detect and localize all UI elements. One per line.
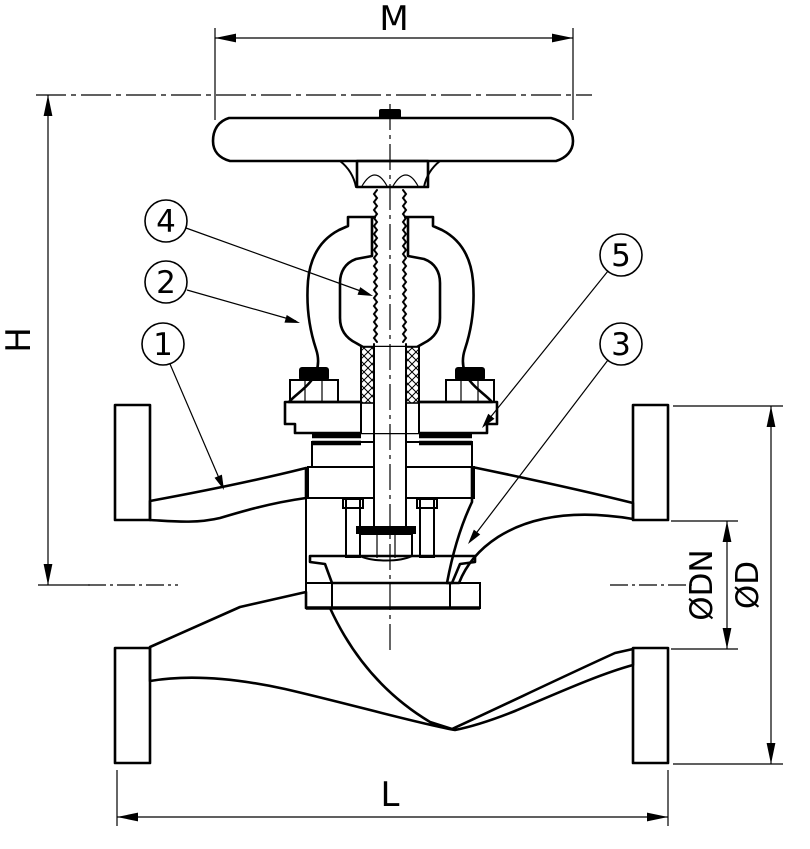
dimension-d: ØD [673,405,783,765]
gland-packing [360,346,420,404]
callout-circle-4 [144,199,188,243]
body-lower-shell [148,590,635,732]
callout-1: 1 [141,322,228,492]
gasket [312,433,472,446]
valve-seat [305,582,481,610]
dimension-l: L [116,770,669,826]
bonnet-body-joint [307,440,475,500]
callout-circle-2 [144,260,188,304]
handwheel-hub [339,159,441,189]
stem-thread [372,189,379,343]
dimension-label-l: L [381,775,400,815]
dimension-label-d: ØD [730,561,766,609]
valve-disc [308,554,477,585]
callout-5: 5 [478,233,643,431]
callout-number-1: 1 [153,327,173,363]
callout-4: 4 [144,199,375,300]
left-flange [113,403,152,765]
bonnet-bolt-left [289,367,339,403]
handwheel-grip-slots [233,127,547,158]
callout-circle-5 [599,233,643,277]
dimension-m: M [214,0,574,120]
dimension-label-h: H [0,327,39,353]
callout-number-3: 3 [611,327,631,363]
callout-circle-1 [141,322,185,366]
right-flange [631,403,670,765]
bonnet-bolt-right [445,367,495,403]
dimension-label-m: M [379,0,408,39]
callout-number-4: 4 [156,204,176,240]
centerlines [36,94,692,652]
dimension-h: H [0,95,90,586]
callout-circle-3 [599,322,643,366]
callout-2: 2 [144,260,302,327]
callout-number-2: 2 [156,265,176,301]
body-upper-left-wall [148,466,308,523]
handwheel [211,109,575,189]
callout-3: 3 [464,322,643,547]
callout-number-5: 5 [611,238,631,274]
dimension-label-dn: ØDN [684,549,720,620]
